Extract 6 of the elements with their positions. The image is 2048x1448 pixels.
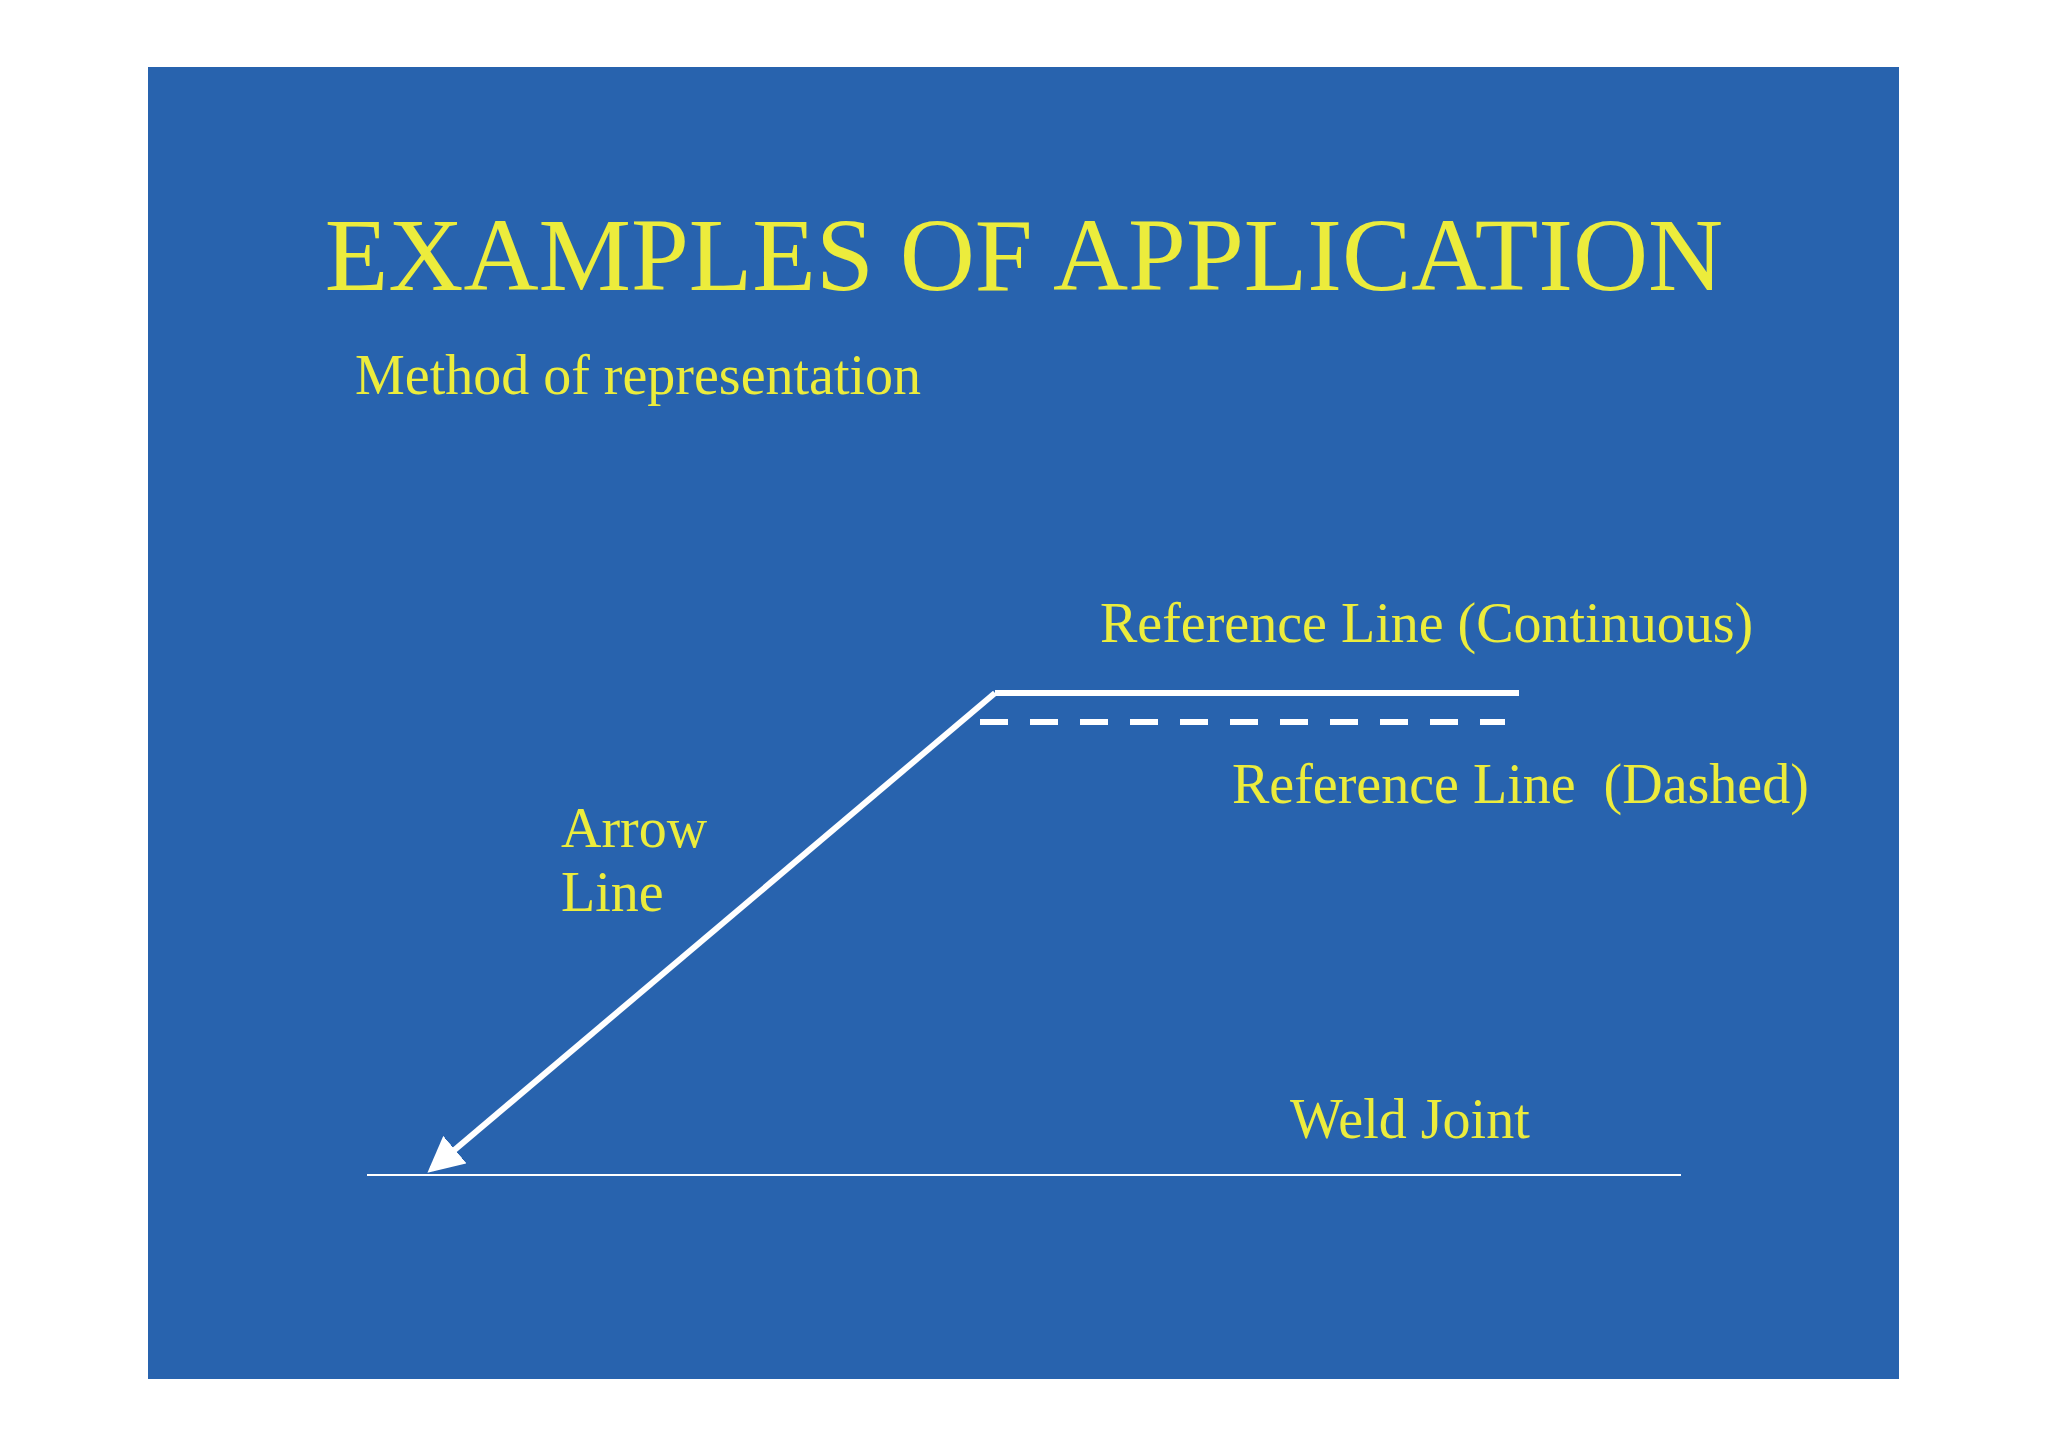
subtitle: Method of representation (355, 343, 922, 408)
part-label: Reference Line (Dashed) (1232, 752, 1809, 817)
part-label: Reference Line (Continuous) (1100, 591, 1754, 656)
part-label: Weld Joint (1290, 1087, 1530, 1152)
slide-title: EXAMPLES OF APPLICATION (323, 196, 1725, 314)
part-label: Arrow Line (561, 796, 709, 925)
